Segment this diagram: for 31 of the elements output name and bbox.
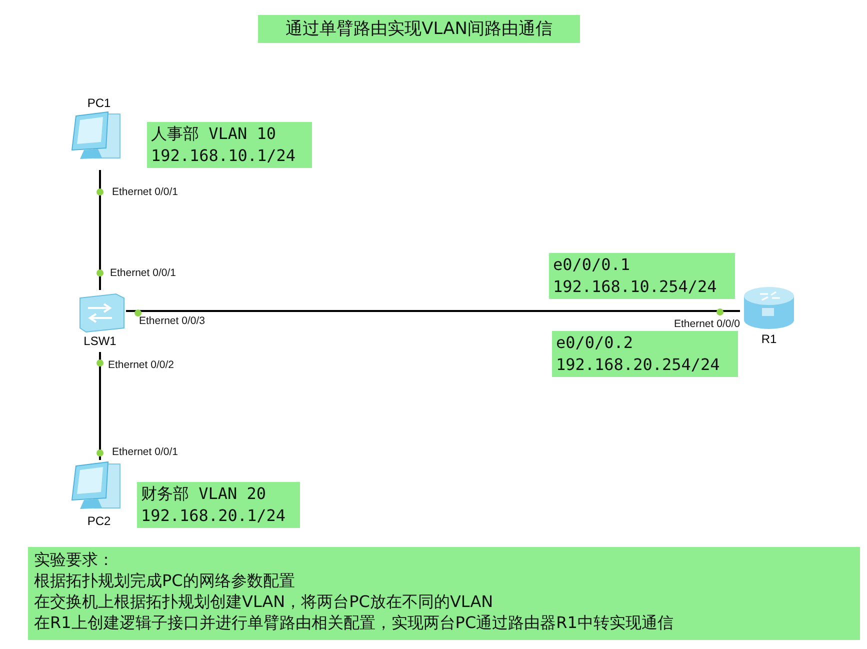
address-panel [552, 331, 738, 377]
address-text: 192.168.10.1/24 [151, 145, 296, 167]
requirement-text: 在交换机上根据拓扑规划创建VLAN，将两台PC放在不同的VLAN [34, 591, 494, 612]
address-text: e0/0/0.2 [556, 332, 634, 354]
device-label: PC2 [86, 514, 112, 528]
cable-line [99, 170, 101, 290]
device-label: R1 [760, 332, 778, 346]
address-text: e0/0/0.1 [553, 254, 632, 276]
address-panel [137, 482, 300, 528]
port-label: Ethernet 0/0/1 [112, 446, 178, 458]
cable-line [99, 352, 101, 460]
requirement-text: 根据拓扑规划完成PC的网络参数配置 [34, 570, 296, 591]
device-label: LSW1 [82, 334, 118, 348]
address-panel [147, 122, 312, 168]
device-label: PC1 [86, 96, 112, 110]
port-label: Ethernet 0/0/1 [112, 186, 178, 198]
title-banner: 通过单臂路由实现VLAN间路由通信 [258, 15, 580, 43]
port-label: Ethernet 0/0/1 [110, 267, 176, 279]
panel-heading: 实验要求： [34, 549, 115, 570]
requirements-panel [28, 547, 860, 640]
address-text: 192.168.10.254/24 [553, 276, 718, 298]
port-label: Ethernet 0/0/0 [674, 318, 740, 330]
port-label: Ethernet 0/0/2 [108, 359, 174, 371]
address-text: 财务部 VLAN 20 [141, 483, 268, 505]
cable-line [126, 310, 740, 312]
requirement-text: 在R1上创建逻辑子接口并进行单臂路由相关配置，实现两台PC通过路由器R1中转实现通信 [34, 612, 674, 633]
address-text: 人事部 VLAN 10 [151, 123, 278, 145]
address-panel [549, 253, 735, 299]
port-label: Ethernet 0/0/3 [139, 315, 205, 327]
address-text: 192.168.20.1/24 [141, 505, 286, 527]
address-text: 192.168.20.254/24 [556, 354, 721, 376]
